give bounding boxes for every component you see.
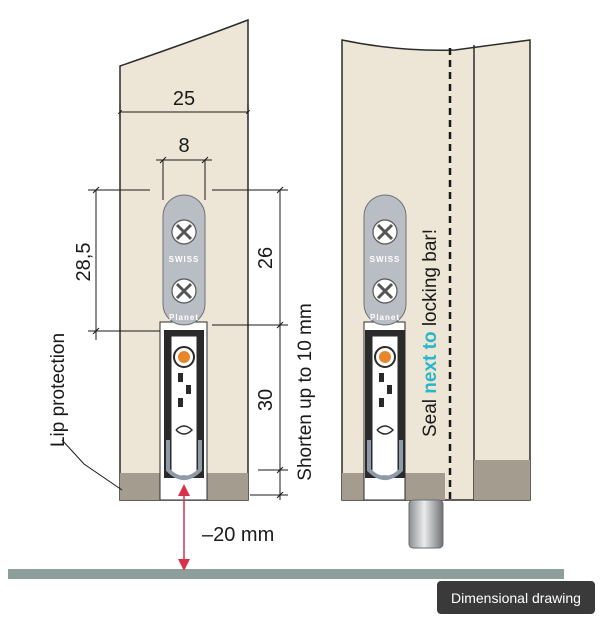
screw-icon [171, 219, 197, 245]
frame-bottom-strip [474, 460, 530, 500]
gap-arrow [178, 484, 190, 571]
gap-label: –20 mm [202, 524, 274, 546]
brand-text: Planet [370, 313, 400, 322]
orange-pin [178, 351, 190, 363]
right-bottom-strip [207, 473, 248, 500]
orange-pin [379, 351, 391, 363]
left-seal-mechanism: SWISS Planet [162, 194, 206, 480]
seal-highlight: next to [420, 331, 441, 393]
brand-text: Planet [169, 313, 199, 322]
brand-small-text: SWISS [169, 255, 200, 264]
screw-icon [372, 278, 398, 304]
seal-prefix: Seal [420, 394, 441, 437]
caption-badge: Dimensional drawing [437, 581, 595, 614]
screw-icon [372, 219, 398, 245]
left-bottom-strip [120, 473, 160, 500]
left-bottom-strip [342, 473, 364, 500]
locking-bar-bolt [408, 499, 444, 549]
center-bottom-strip [405, 473, 445, 500]
seal-suffix: locking bar! [420, 229, 441, 331]
lip-protection-label: Lip protection [48, 333, 69, 447]
floor [8, 569, 564, 579]
brand-small-text: SWISS [370, 255, 401, 264]
shorten-label: Shorten up to 10 mm [295, 303, 316, 480]
dimension-28-5: 28,5 [73, 243, 95, 282]
dimension-30: 30 [255, 389, 277, 411]
dimension-lines [88, 104, 288, 500]
seal-next-to-label: Seal next to locking bar! [420, 229, 441, 437]
dimension-8: 8 [178, 135, 189, 157]
lip-protection-leader [61, 439, 123, 491]
right-seal-mechanism: SWISS Planet [363, 194, 407, 480]
screw-icon [171, 278, 197, 304]
dimension-26: 26 [255, 247, 277, 269]
dimension-25: 25 [173, 88, 195, 110]
